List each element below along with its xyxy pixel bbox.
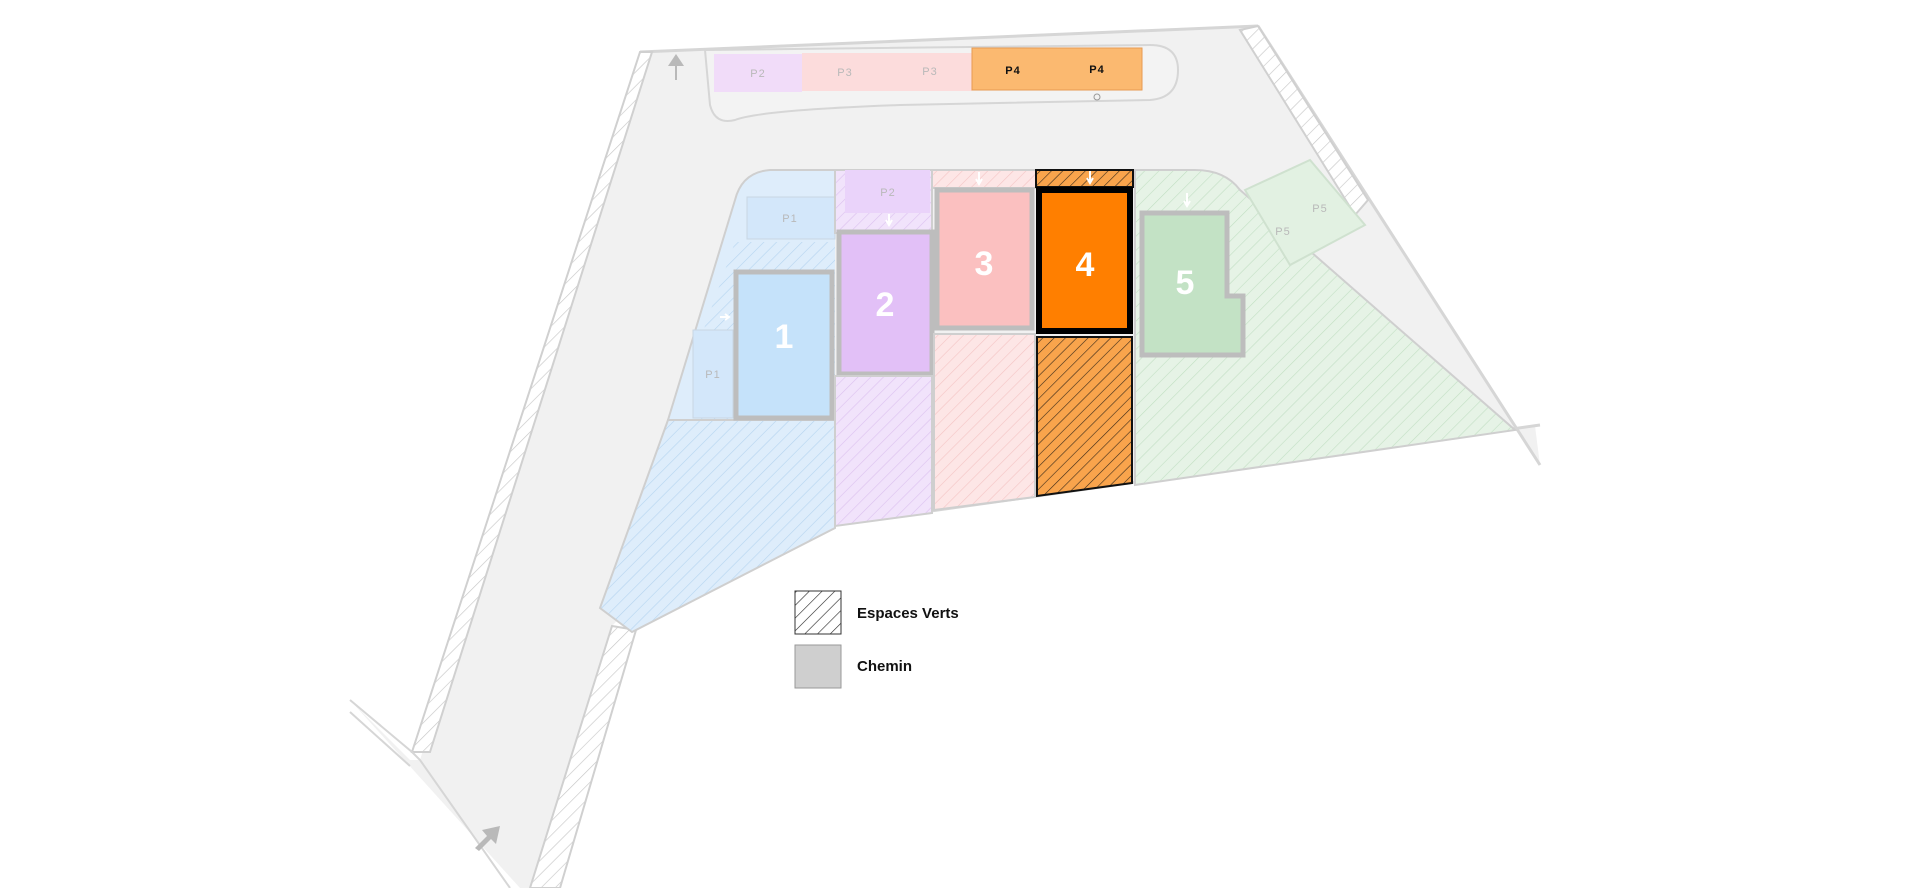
parking-label-selected: P4 [1089, 64, 1104, 76]
lot-number: 4 [1076, 246, 1095, 284]
entry-arrow-icon [720, 313, 731, 321]
entry-arrow-icon [1183, 193, 1191, 208]
lot-5[interactable]: P5 P5 5 [1134, 158, 1518, 487]
entry-arrow-icon [1086, 171, 1094, 185]
lot-4-selected[interactable]: 4 [1035, 169, 1134, 498]
lot-number: 2 [876, 286, 895, 324]
parking-label: P3 [837, 67, 852, 79]
lot-3[interactable]: 3 [931, 169, 1037, 512]
parking-strip: P2 P3 P3 P4 P4 [714, 47, 1143, 101]
lot-number: 5 [1176, 264, 1195, 302]
parking-label: P2 [880, 187, 895, 199]
parking-label: P2 [750, 68, 765, 80]
hatch-swatch-icon [794, 590, 842, 635]
legend: Espaces Verts Chemin [794, 590, 959, 689]
entry-arrow-icon [975, 172, 983, 186]
lot-1[interactable]: P1 P1 1 [598, 169, 836, 634]
legend-label: Chemin [857, 658, 912, 675]
parking-label-selected: P4 [1005, 65, 1020, 77]
lot-number: 3 [975, 245, 994, 283]
lot-2[interactable]: P2 2 [834, 169, 935, 528]
grey-swatch-icon [794, 644, 842, 689]
parking-label: P5 [1312, 203, 1327, 215]
parking-label: P1 [705, 369, 720, 381]
parking-label: P5 [1275, 226, 1290, 238]
parking-label: P3 [922, 66, 937, 78]
arrow-up-icon [668, 54, 684, 80]
legend-label: Espaces Verts [857, 605, 959, 622]
parking-label: P1 [782, 213, 797, 225]
accessible-parking-icon [1093, 93, 1101, 101]
arrow-up-right-icon [475, 826, 500, 851]
lot-number: 1 [775, 318, 794, 356]
entry-arrow-icon [885, 214, 893, 227]
